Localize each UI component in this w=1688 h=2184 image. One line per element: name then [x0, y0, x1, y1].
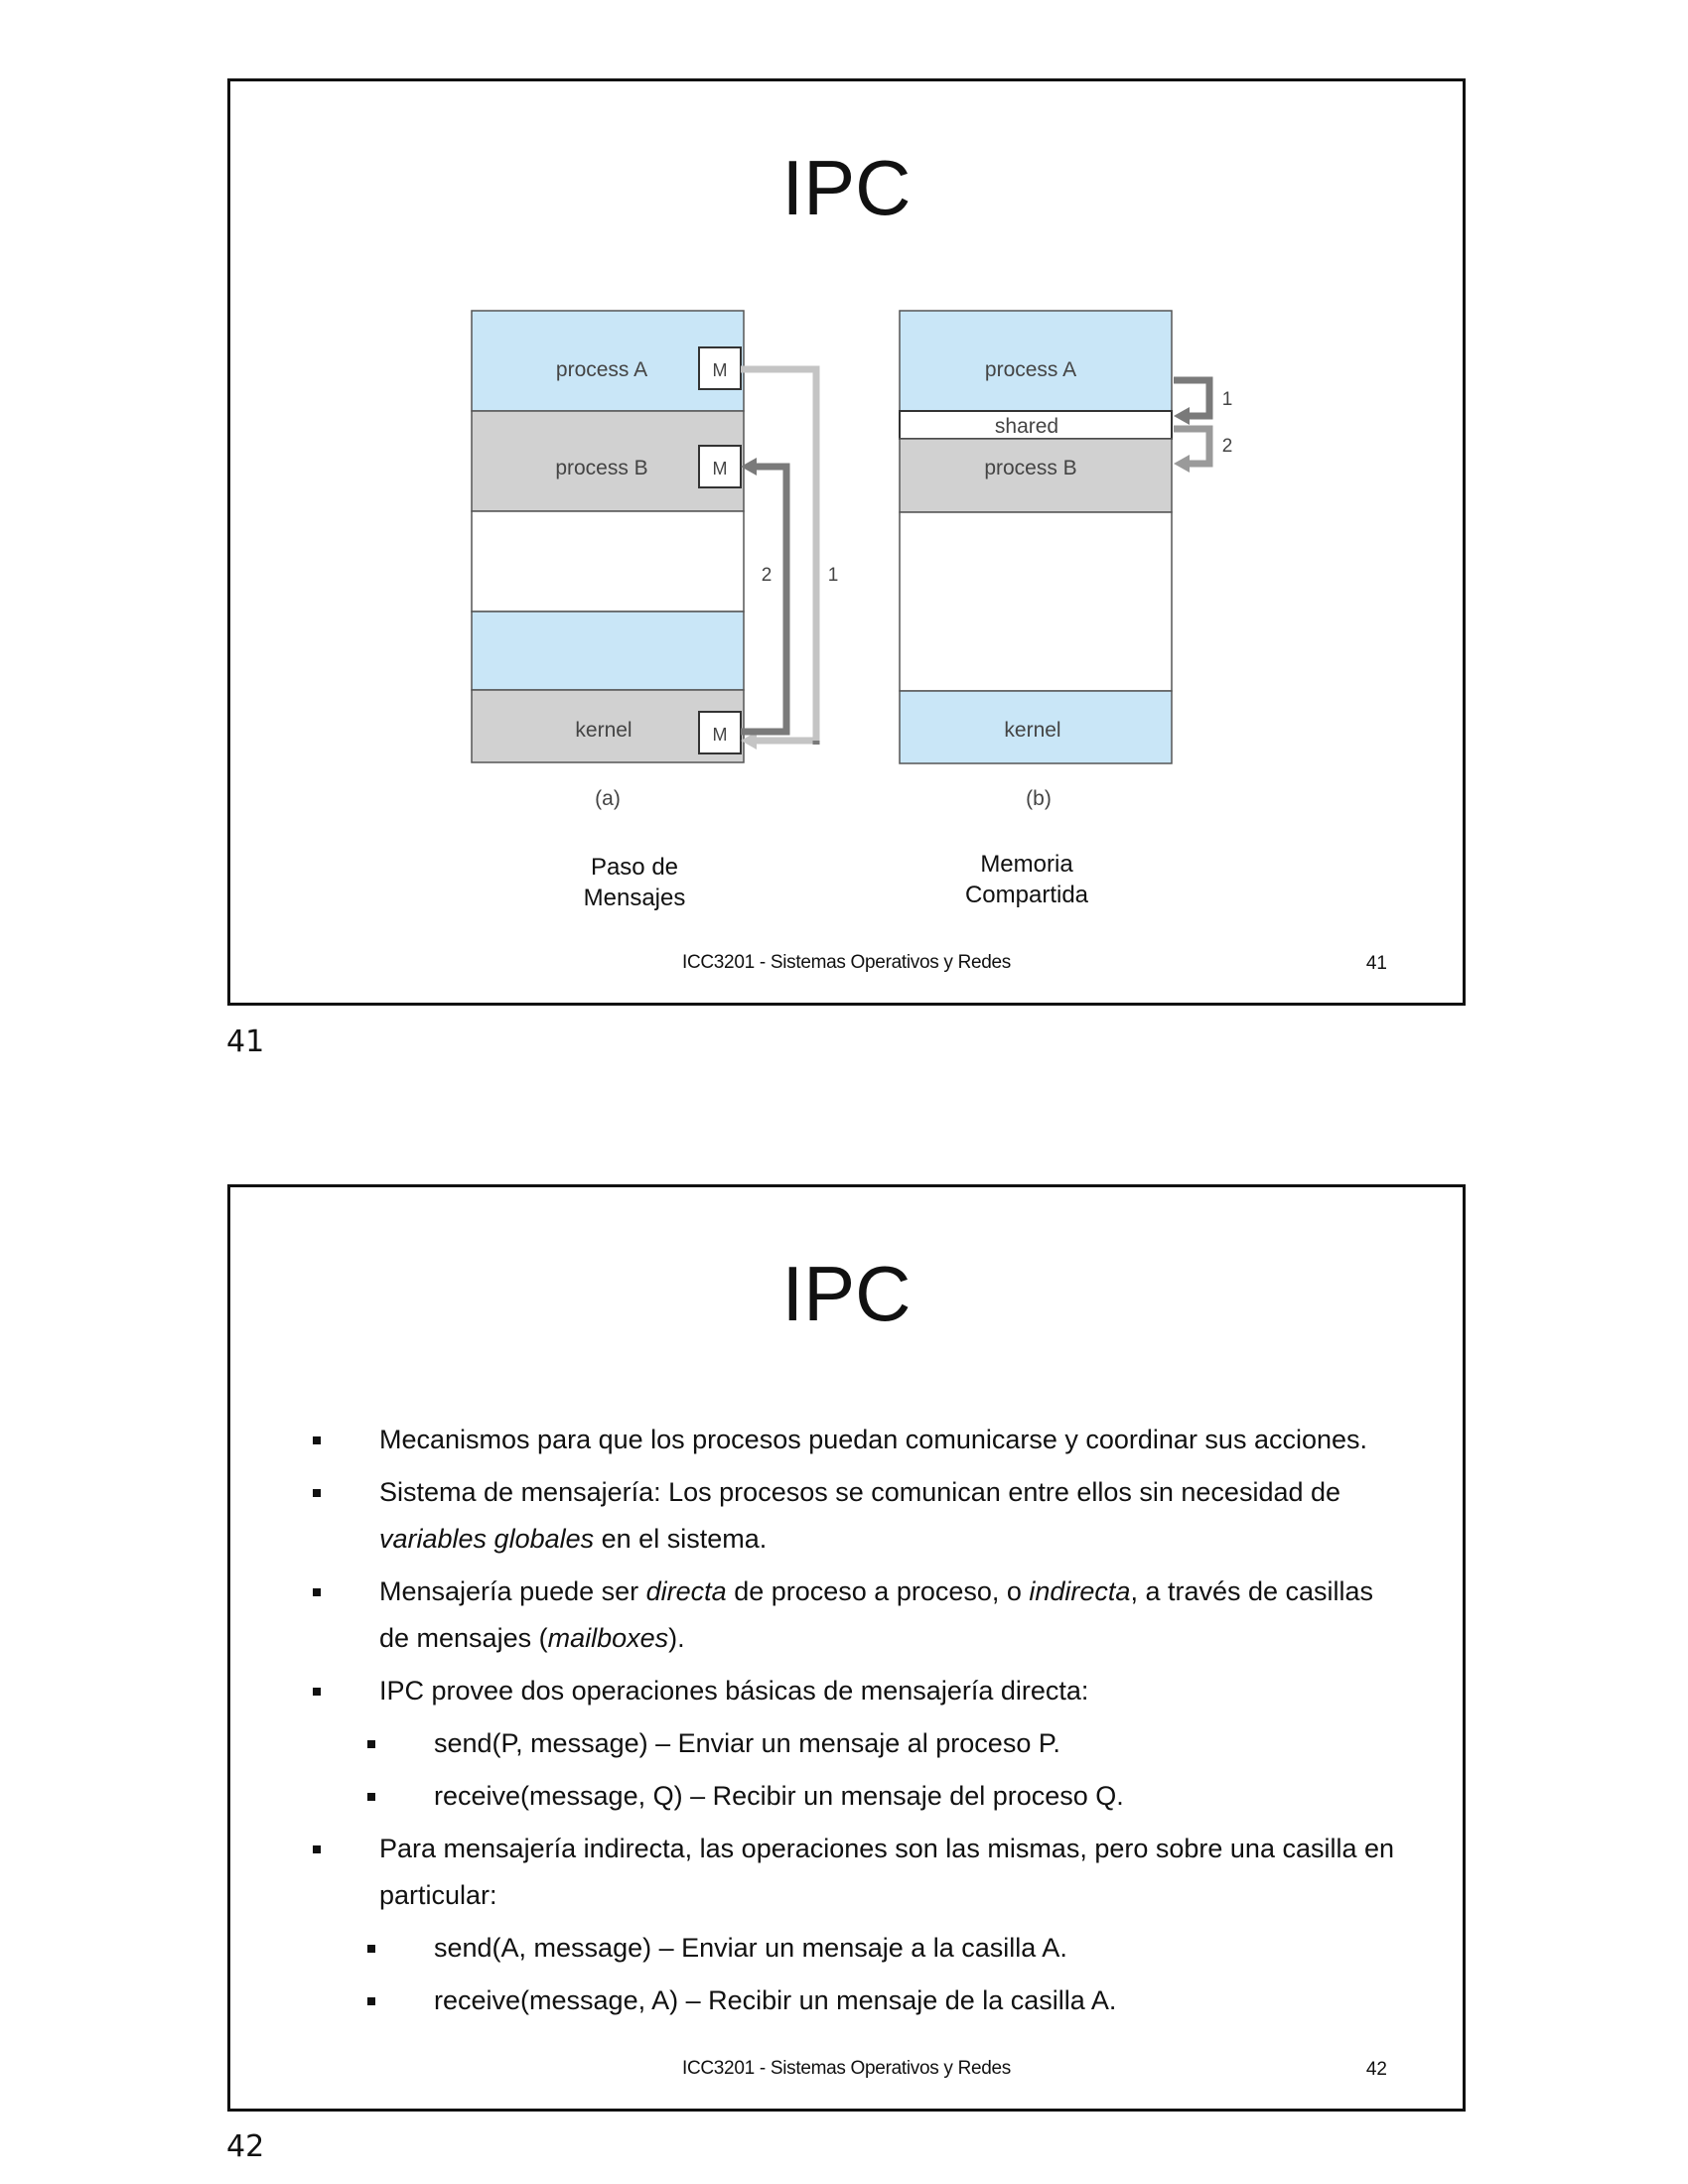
bullet-text: de mensajes ( — [379, 1623, 548, 1653]
memory-block-free — [899, 511, 1173, 692]
bullet-square-icon — [367, 1945, 375, 1953]
page-number: 42 — [226, 2129, 265, 2164]
arrow-1-label: 1 — [1222, 389, 1233, 410]
bullet-emphasis: directa — [645, 1576, 727, 1606]
diagram-b-label: (b) — [1026, 787, 1052, 810]
bullet-square-icon — [313, 1588, 321, 1596]
caption-a-line2: Mensajes — [583, 885, 686, 911]
bullet-item: Sistema de mensajería: Los procesos se c… — [302, 1469, 1414, 1563]
bullet-text: send(P, message) – Enviar un mensaje al … — [434, 1728, 1060, 1758]
bullet-text: Mecanismos para que los procesos puedan … — [379, 1425, 1368, 1454]
bullet-text-rest: en el sistema. — [594, 1524, 768, 1554]
caption-shared-memory: Memoria Compartida — [927, 849, 1126, 910]
label-kernel: kernel — [575, 719, 632, 742]
sub-bullet-item: receive(message, A) – Recibir un mensaje… — [302, 1978, 1414, 2024]
sub-bullet-item: send(A, message) – Enviar un mensaje a l… — [302, 1925, 1414, 1972]
bullet-text: receive(message, Q) – Recibir un mensaje… — [434, 1781, 1124, 1811]
diagram-a: process A process B kernel M M M 2 1 (a) — [471, 310, 839, 810]
arrow-2-label: 2 — [1222, 436, 1233, 457]
message-box-a — [698, 346, 742, 390]
slide-footer: ICC3201 - Sistemas Operativos y Redes — [681, 2058, 1012, 2079]
bullet-text: Sistema de mensajería: Los procesos se c… — [379, 1477, 1341, 1507]
arrow-1-head — [741, 732, 757, 750]
bullet-text-line2: variables globales en el sistema. — [379, 1516, 1414, 1563]
arrow-1-label: 1 — [828, 565, 839, 586]
arrow-1-light — [741, 365, 820, 745]
message-box-kernel — [698, 711, 742, 754]
arrow-1-head — [1174, 407, 1190, 425]
bullet-list: Mecanismos para que los procesos puedan … — [302, 1417, 1414, 2030]
arrow-2-dark — [741, 463, 790, 736]
slide-number: 42 — [1365, 2059, 1387, 2080]
bullet-text-line1: Mensajería puede ser directa de proceso … — [379, 1569, 1414, 1615]
memory-block-free-blue — [471, 611, 745, 691]
bullet-item: Mecanismos para que los procesos puedan … — [302, 1417, 1414, 1463]
bullet-square-icon — [313, 1845, 321, 1853]
message-box-b — [698, 445, 742, 488]
arrow-2-label: 2 — [762, 565, 773, 586]
diagram-a-label: (a) — [595, 787, 621, 810]
caption-message-passing: Paso de Mensajes — [535, 852, 734, 913]
bullet-text-line2: de mensajes (mailboxes). — [379, 1615, 1414, 1662]
arrow-2-head — [1174, 455, 1190, 473]
bullet-square-icon — [313, 1436, 321, 1444]
arrow-2-head — [741, 458, 757, 476]
bullet-item: Para mensajería indirecta, las operacion… — [302, 1826, 1414, 1919]
memory-block-shared — [899, 410, 1173, 440]
ipc-diagram: process A process B kernel M M M 2 1 (a) — [471, 310, 1233, 810]
label-process-b: process B — [555, 457, 647, 479]
caption-a-line1: Paso de — [590, 854, 679, 881]
page-number: 41 — [226, 1024, 265, 1059]
bullet-text: de proceso a proceso, o — [726, 1576, 1030, 1606]
message-label-b: M — [713, 459, 728, 478]
bullet-text: send(A, message) – Enviar un mensaje a l… — [434, 1933, 1067, 1963]
bullet-text: IPC provee dos operaciones básicas de me… — [379, 1676, 1089, 1706]
bullet-text: , a través de casillas — [1130, 1576, 1374, 1606]
bullet-emphasis: mailboxes — [547, 1623, 669, 1653]
memory-block-free — [471, 510, 745, 613]
label-process-a: process A — [556, 358, 647, 381]
sub-bullet-item: send(P, message) – Enviar un mensaje al … — [302, 1720, 1414, 1767]
bullet-text-line2: particular: — [379, 1880, 497, 1910]
bullet-item: Mensajería puede ser directa de proceso … — [302, 1569, 1414, 1662]
message-label-kernel: M — [713, 725, 728, 745]
bullet-square-icon — [313, 1688, 321, 1696]
label-process-b: process B — [984, 457, 1076, 479]
bullet-square-icon — [367, 1793, 375, 1801]
bullet-text: receive(message, A) – Recibir un mensaje… — [434, 1985, 1117, 2015]
arrow-1-shared — [1174, 376, 1213, 420]
label-kernel: kernel — [1004, 719, 1060, 742]
diagram-b: process A shared process B kernel 1 2 (b… — [899, 310, 1233, 810]
caption-b-line1: Memoria — [980, 851, 1073, 878]
memory-block-process-a — [899, 310, 1173, 412]
bullet-item: IPC provee dos operaciones básicas de me… — [302, 1668, 1414, 1714]
sub-bullet-item: receive(message, Q) – Recibir un mensaje… — [302, 1773, 1414, 1820]
bullet-emphasis: indirecta — [1029, 1576, 1131, 1606]
slide-41: IPC process A process B kernel M M M — [227, 78, 1466, 1006]
slide-number: 41 — [1365, 953, 1387, 974]
memory-block-kernel — [899, 690, 1173, 764]
slide-footer: ICC3201 - Sistemas Operativos y Redes — [681, 952, 1012, 973]
label-process-a: process A — [985, 358, 1076, 381]
label-shared: shared — [995, 415, 1058, 438]
bullet-emphasis: variables globales — [379, 1524, 595, 1554]
slide-title: IPC — [781, 144, 912, 231]
bullet-square-icon — [367, 1740, 375, 1748]
slide-title: IPC — [781, 1250, 912, 1337]
arrow-2-shared — [1174, 425, 1213, 468]
slide-42: IPC Mecanismos para que los procesos pue… — [227, 1184, 1466, 2112]
caption-b-line2: Compartida — [964, 882, 1089, 908]
bullet-square-icon — [367, 1997, 375, 2005]
message-label-a: M — [713, 360, 728, 380]
bullet-text: Mensajería puede ser — [379, 1576, 646, 1606]
bullet-text: ). — [668, 1623, 685, 1653]
bullet-text: Para mensajería indirecta, las operacion… — [379, 1834, 1395, 1863]
bullet-square-icon — [313, 1489, 321, 1497]
